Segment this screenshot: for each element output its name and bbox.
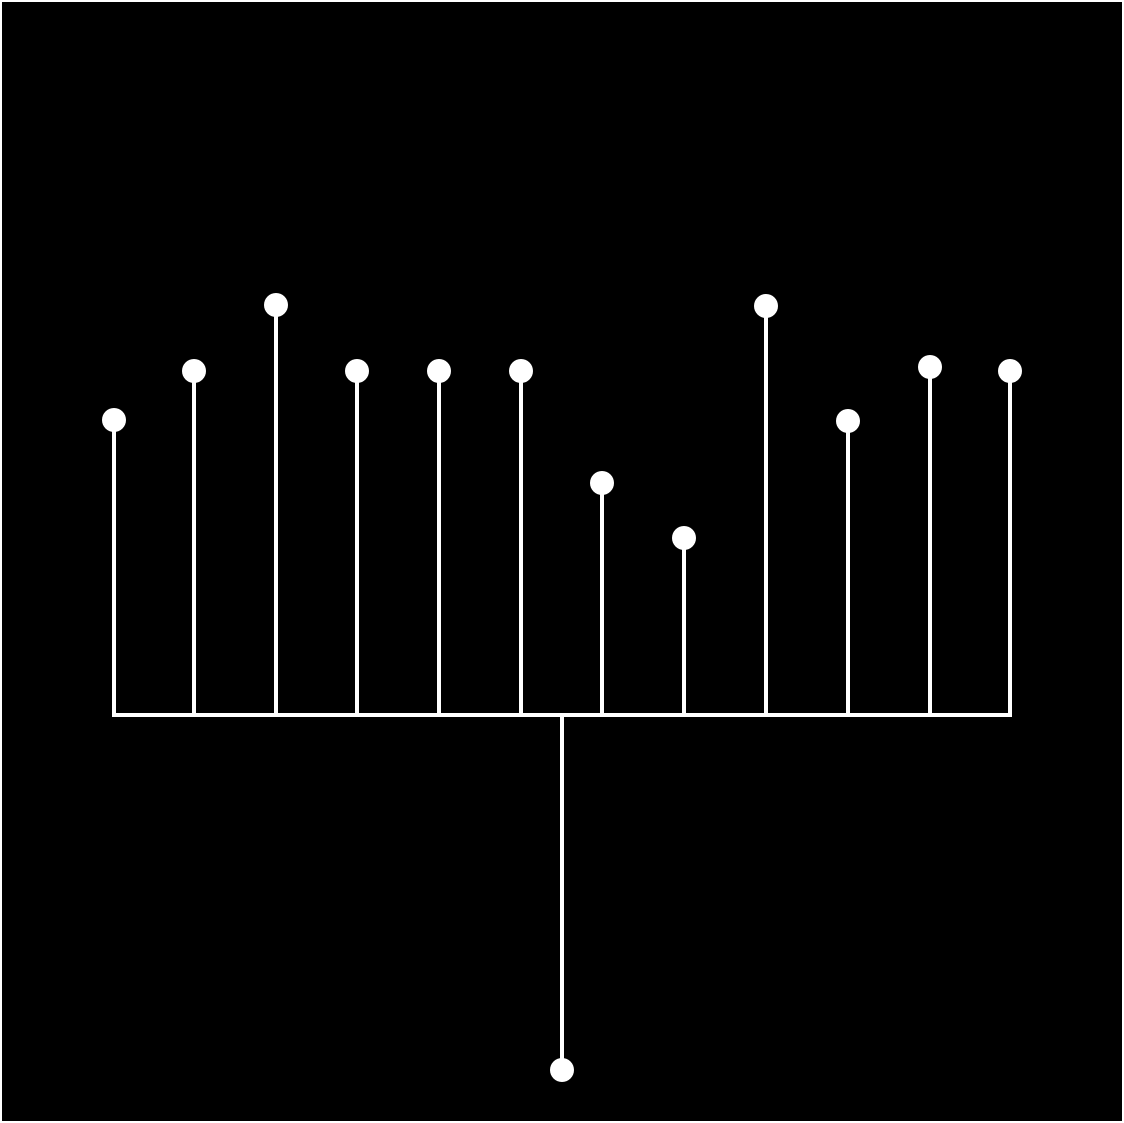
leaf-node-12 [998,359,1022,383]
leaf-node-8 [672,526,696,550]
leaf-node-1 [102,408,126,432]
leaf-node-2 [182,359,206,383]
tree-nodes [102,293,1022,1082]
leaf-node-11 [918,355,942,379]
leaf-node-5 [427,359,451,383]
leaf-node-4 [345,359,369,383]
tree-edges [112,303,1012,1072]
leaf-node-7 [590,471,614,495]
leaf-node-9 [754,294,778,318]
leaf-node-3 [264,293,288,317]
leaf-node-6 [509,359,533,383]
root-node [550,1058,574,1082]
leaf-node-10 [836,409,860,433]
